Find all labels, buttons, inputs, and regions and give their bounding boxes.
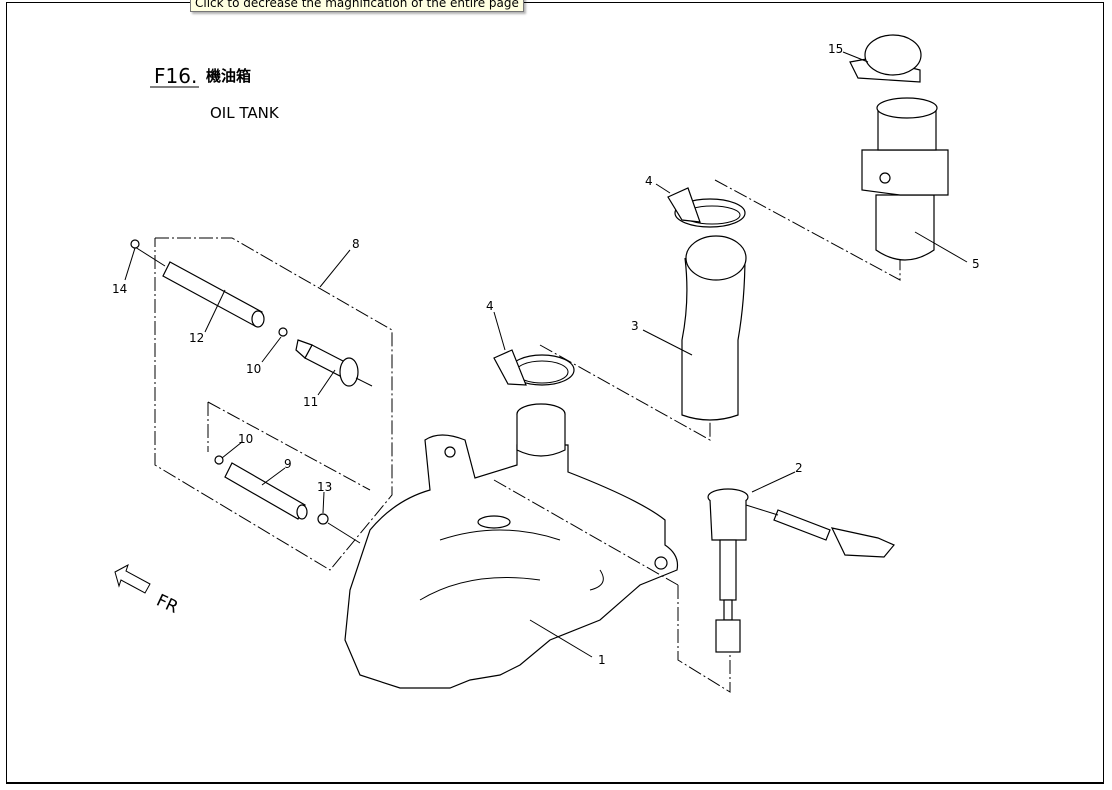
front-direction-arrow-icon <box>114 563 151 594</box>
part-3-hose <box>681 235 747 421</box>
part-13-clip <box>317 513 329 525</box>
part-4-hose-clamp <box>667 187 746 228</box>
assembly-line <box>493 479 679 586</box>
assembly-9-line <box>207 401 371 491</box>
callout-2: 2 <box>795 461 803 475</box>
drawing-page-frame <box>6 2 1104 784</box>
callout-15: 15 <box>828 42 843 56</box>
part-1-oil-tank <box>344 403 679 689</box>
callout-4: 4 <box>486 299 494 313</box>
callout-5: 5 <box>972 257 980 271</box>
callout-13: 13 <box>317 480 332 494</box>
callout-10: 10 <box>238 432 253 446</box>
callout-14: 14 <box>112 282 127 296</box>
callout-3: 3 <box>631 319 639 333</box>
callout-leaders <box>124 51 968 658</box>
title-chinese: 機油箱 <box>206 67 251 85</box>
callout-8: 8 <box>352 237 360 251</box>
callout-9: 9 <box>284 457 292 471</box>
callout-1: 1 <box>598 653 606 667</box>
part-14-clip <box>130 239 140 249</box>
part-5-filler-neck <box>861 97 949 261</box>
zoom-out-tooltip: Click to decrease the magnification of t… <box>190 0 524 12</box>
part-10-clip <box>214 455 224 465</box>
callout-4: 4 <box>645 174 653 188</box>
callout-10: 10 <box>246 362 261 376</box>
part-10-clip <box>278 327 288 337</box>
part-2-oil-level-sensor <box>707 488 895 653</box>
part-11-fuel-filter <box>295 339 373 387</box>
assembly-8-boundary <box>154 237 393 571</box>
figure-number: F16. <box>154 64 197 88</box>
part-4-hose-clamp <box>493 349 575 386</box>
callout-11: 11 <box>303 395 318 409</box>
part-9-hose <box>224 462 308 520</box>
title-english: OIL TANK <box>210 104 280 122</box>
connection-line <box>327 522 361 544</box>
part-15-cap <box>849 34 922 83</box>
direction-label: FR <box>153 591 181 618</box>
part-12-hose <box>134 246 265 328</box>
callout-12: 12 <box>189 331 204 345</box>
